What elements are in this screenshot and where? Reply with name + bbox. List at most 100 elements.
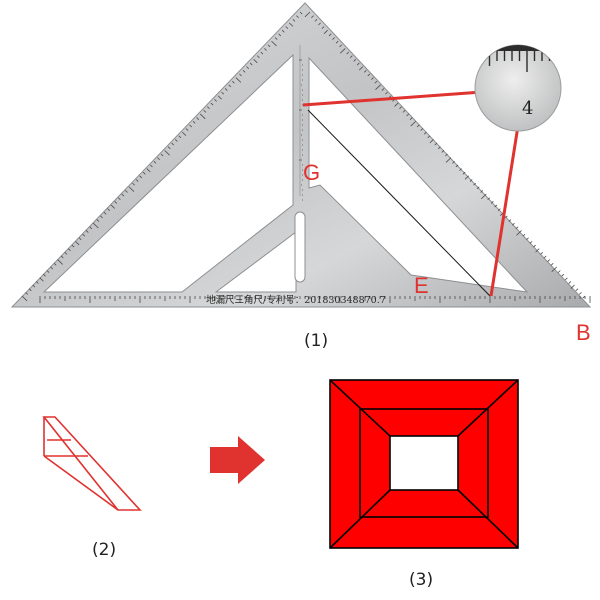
ruler-tick [89,226,93,230]
ruler-tick [323,29,328,34]
ruler-tick [46,270,50,273]
ruler-tick [374,80,378,84]
ruler-tick [533,244,536,248]
ruler-tick [207,106,210,110]
ruler-tick [535,248,540,253]
ruler-tick [557,270,561,273]
ruler-tick [150,164,153,168]
ruler-tick [582,295,586,299]
ruler-tick [196,117,200,120]
ruler-tick [314,18,318,22]
ruler-tick [132,182,135,186]
red-guide-line-top [302,90,483,107]
ruler-tick [271,40,277,47]
ruler-tick [335,40,339,44]
ruler-tick [217,95,222,100]
ruler-tick [64,252,68,255]
ruler-tick [57,259,63,265]
ruler-tick [125,190,128,193]
ruler-tick [516,230,522,236]
ruler-tick [394,102,399,107]
ruler-tick [239,73,242,77]
ruler-tick [157,157,160,160]
ruler-tick [494,204,498,208]
ruler-tick [579,292,582,295]
ruler-tick [464,175,469,180]
ruler-tick [164,150,170,156]
ruler-tick [363,69,367,73]
ruler-tick [529,241,533,244]
ruler-tick [21,295,28,302]
ruler-tick [543,255,547,259]
ruler-tick [570,284,575,289]
ruler-tick [43,273,46,277]
ruler-tick [550,262,554,266]
ruler-tick [406,113,409,117]
ruler-tick [96,219,100,222]
ruler-tick [278,33,282,37]
ruler-tick [267,44,271,48]
caption-2: (2) [92,540,116,560]
ruler-tick [71,244,75,248]
ruler-tick [561,273,565,277]
ruler-tick [274,37,278,40]
ruler-tick [299,11,303,15]
ruler-tick [321,26,325,29]
ruler-tick [452,160,455,164]
right-arrow-icon [210,436,265,484]
ruler-tick [171,142,175,146]
ruler-tick [107,208,110,211]
label-g: G [303,160,320,185]
ruler-tick [214,99,217,102]
ruler-tick [142,171,146,175]
ruler-tick [508,219,512,222]
ruler-tick [434,142,438,146]
ruler-tick [339,48,346,54]
ruler-inscription: 地漏尺三角尺/专利号：201830348870.7 [206,294,386,306]
ruler-tick [420,128,424,131]
ruler-tick [346,51,350,55]
ruler-tick [476,186,480,190]
ruler-tick [289,22,294,27]
ruler-tick [281,29,285,33]
ruler-tick [487,197,491,201]
ruler-tick [427,135,431,139]
ruler-tick [318,22,321,26]
ruler-tick [25,292,29,295]
ruler-tick [256,55,260,59]
ruler-tick [224,88,228,91]
ruler-tick [203,110,207,113]
ruler-tick [192,120,196,124]
ruler-tick [349,55,353,59]
ruler-tick [210,102,214,106]
ruler-tick [480,190,484,193]
ruler-tick [260,51,264,55]
ruler-tick [53,262,57,266]
ruler-tick [381,88,385,91]
zoom-lens: 4 [474,44,562,132]
ruler-tick [249,62,253,66]
ruler-tick [117,197,121,201]
cut-piece-outline [42,416,142,511]
ruler-tick [78,237,82,241]
ruler-tick [285,26,289,29]
ruler-tick [480,193,487,200]
ruler-tick [28,288,32,292]
ruler-tick [174,139,178,142]
ruler-tick [409,117,413,120]
ruler-tick [135,179,139,182]
ruler-tick [228,84,232,88]
ruler-tick [292,18,296,22]
caption-1: (1) [304,331,328,351]
ruler-tick [410,120,417,127]
zoom-number: 4 [522,98,533,119]
ruler-tick [504,215,508,219]
ruler-tick [35,281,39,284]
ruler-ticks [21,11,591,303]
ruler-tick [146,168,151,173]
ruler-tick [547,259,551,262]
ruler-tick [182,131,187,136]
ruler-tick [328,33,332,37]
ruler-tick [497,208,501,211]
